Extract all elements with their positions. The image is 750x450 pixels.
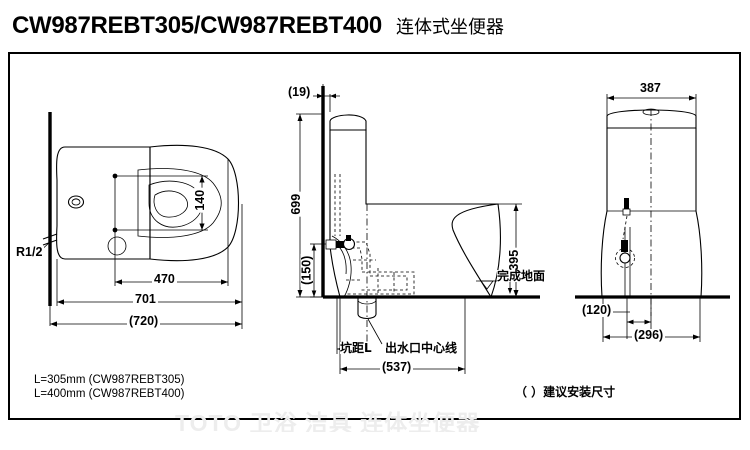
arrow-395-b <box>513 290 519 297</box>
arrow-296-r <box>693 334 700 340</box>
front-view-geometry <box>575 94 730 342</box>
body-top-profile <box>330 129 501 298</box>
bolt-point-1 <box>112 173 118 179</box>
bowl-outline <box>149 144 240 262</box>
supply-tick-1 <box>42 233 58 240</box>
tank-outline <box>56 146 151 260</box>
supply-fitting-top <box>624 198 629 209</box>
arrow-387-l <box>607 95 614 101</box>
supply-stem <box>346 235 351 241</box>
arrow-140-bot <box>199 223 205 230</box>
label-outlet-centerline: 出水口中心线 <box>385 341 458 355</box>
flush-button-detail <box>72 198 80 201</box>
label-finished-floor: 完成地面 <box>497 269 546 283</box>
note-length-305: L=305mm (CW987REBT305) <box>34 374 185 386</box>
dim-overall-length: 701 <box>133 292 158 306</box>
front-right-profile <box>695 128 703 298</box>
hidden-outlet-box <box>346 271 415 295</box>
bowl-front-curve <box>451 203 499 298</box>
arrow-120-l <box>627 319 634 325</box>
supply-valve-nut <box>336 241 345 248</box>
dim-supply-offset: (120) <box>580 303 614 317</box>
dim-recommended-length: (720) <box>127 314 161 328</box>
arrow-470-l <box>115 279 122 285</box>
supply-hose-dash <box>622 215 628 240</box>
arrow-699-b <box>297 290 303 297</box>
seat-outline <box>137 168 222 238</box>
drawing-frame: 140 470 701 (720) R1/2 <box>8 52 741 420</box>
arrow-720-l <box>50 321 57 327</box>
watermark: TOTO 卫浴 洁具 连体坐便器 <box>175 410 481 432</box>
arrow-19-l <box>317 93 323 99</box>
dim-bolt-to-front: 470 <box>152 272 177 286</box>
arrow-140-top <box>199 176 205 183</box>
front-tank-lid <box>606 109 697 129</box>
arrow-150-t <box>311 244 317 251</box>
page-title: CW987REBT305/CW987REBT400 连体式坐便器 <box>12 14 504 38</box>
model-number: CW987REBT305/CW987REBT400 <box>12 12 382 39</box>
arrow-150-b <box>311 290 317 297</box>
product-type-label: 连体式坐便器 <box>395 17 504 38</box>
dim-overall-width: 387 <box>638 81 663 95</box>
note-bracket-meaning: （ ）建议安装尺寸 <box>515 385 616 399</box>
supply-coupler <box>622 208 631 216</box>
tank-lid <box>329 114 367 131</box>
front-left-profile <box>600 128 608 298</box>
label-rough-in: 坑距L <box>340 341 372 355</box>
arrow-19-r <box>330 93 336 99</box>
hidden-trap-2 <box>351 241 371 276</box>
arrow-701-l <box>57 299 64 305</box>
outlet-ellipse <box>357 300 377 305</box>
arrow-387-r <box>689 95 696 101</box>
floor-outlet-stub <box>357 297 377 320</box>
dim-wall-gap: (19) <box>286 85 313 99</box>
water-surface <box>153 190 188 218</box>
dim-overall-depth: (537) <box>380 360 414 374</box>
flush-button-outer <box>67 195 85 209</box>
top-view-geometry <box>37 112 243 329</box>
arrow-470-r <box>221 279 228 285</box>
dim-supply-thread: R1/2 <box>14 245 45 259</box>
front-valve-handle <box>619 252 631 264</box>
arrow-537-r <box>458 366 465 372</box>
dim-floor-bolt-spread: (296) <box>632 328 666 342</box>
supply-valve-blk <box>621 240 628 252</box>
bolt-point-2 <box>112 227 118 233</box>
arrow-296-l <box>603 334 610 340</box>
arrow-537-l <box>340 366 347 372</box>
hidden-outlet-box-2 <box>360 275 408 291</box>
front-valve-ring <box>615 248 635 268</box>
floor-label-arrow <box>507 288 513 294</box>
rim-outline <box>148 180 204 228</box>
arrow-699-t <box>297 114 303 121</box>
arrow-720-r <box>235 321 242 327</box>
arrow-395-t <box>513 204 519 211</box>
trapway-hole <box>107 236 127 256</box>
arrow-120-r <box>644 319 651 325</box>
arrow-701-r <box>235 299 242 305</box>
note-length-400: L=400mm (CW987REBT400) <box>34 388 185 400</box>
outlet-label-leader <box>367 318 383 345</box>
